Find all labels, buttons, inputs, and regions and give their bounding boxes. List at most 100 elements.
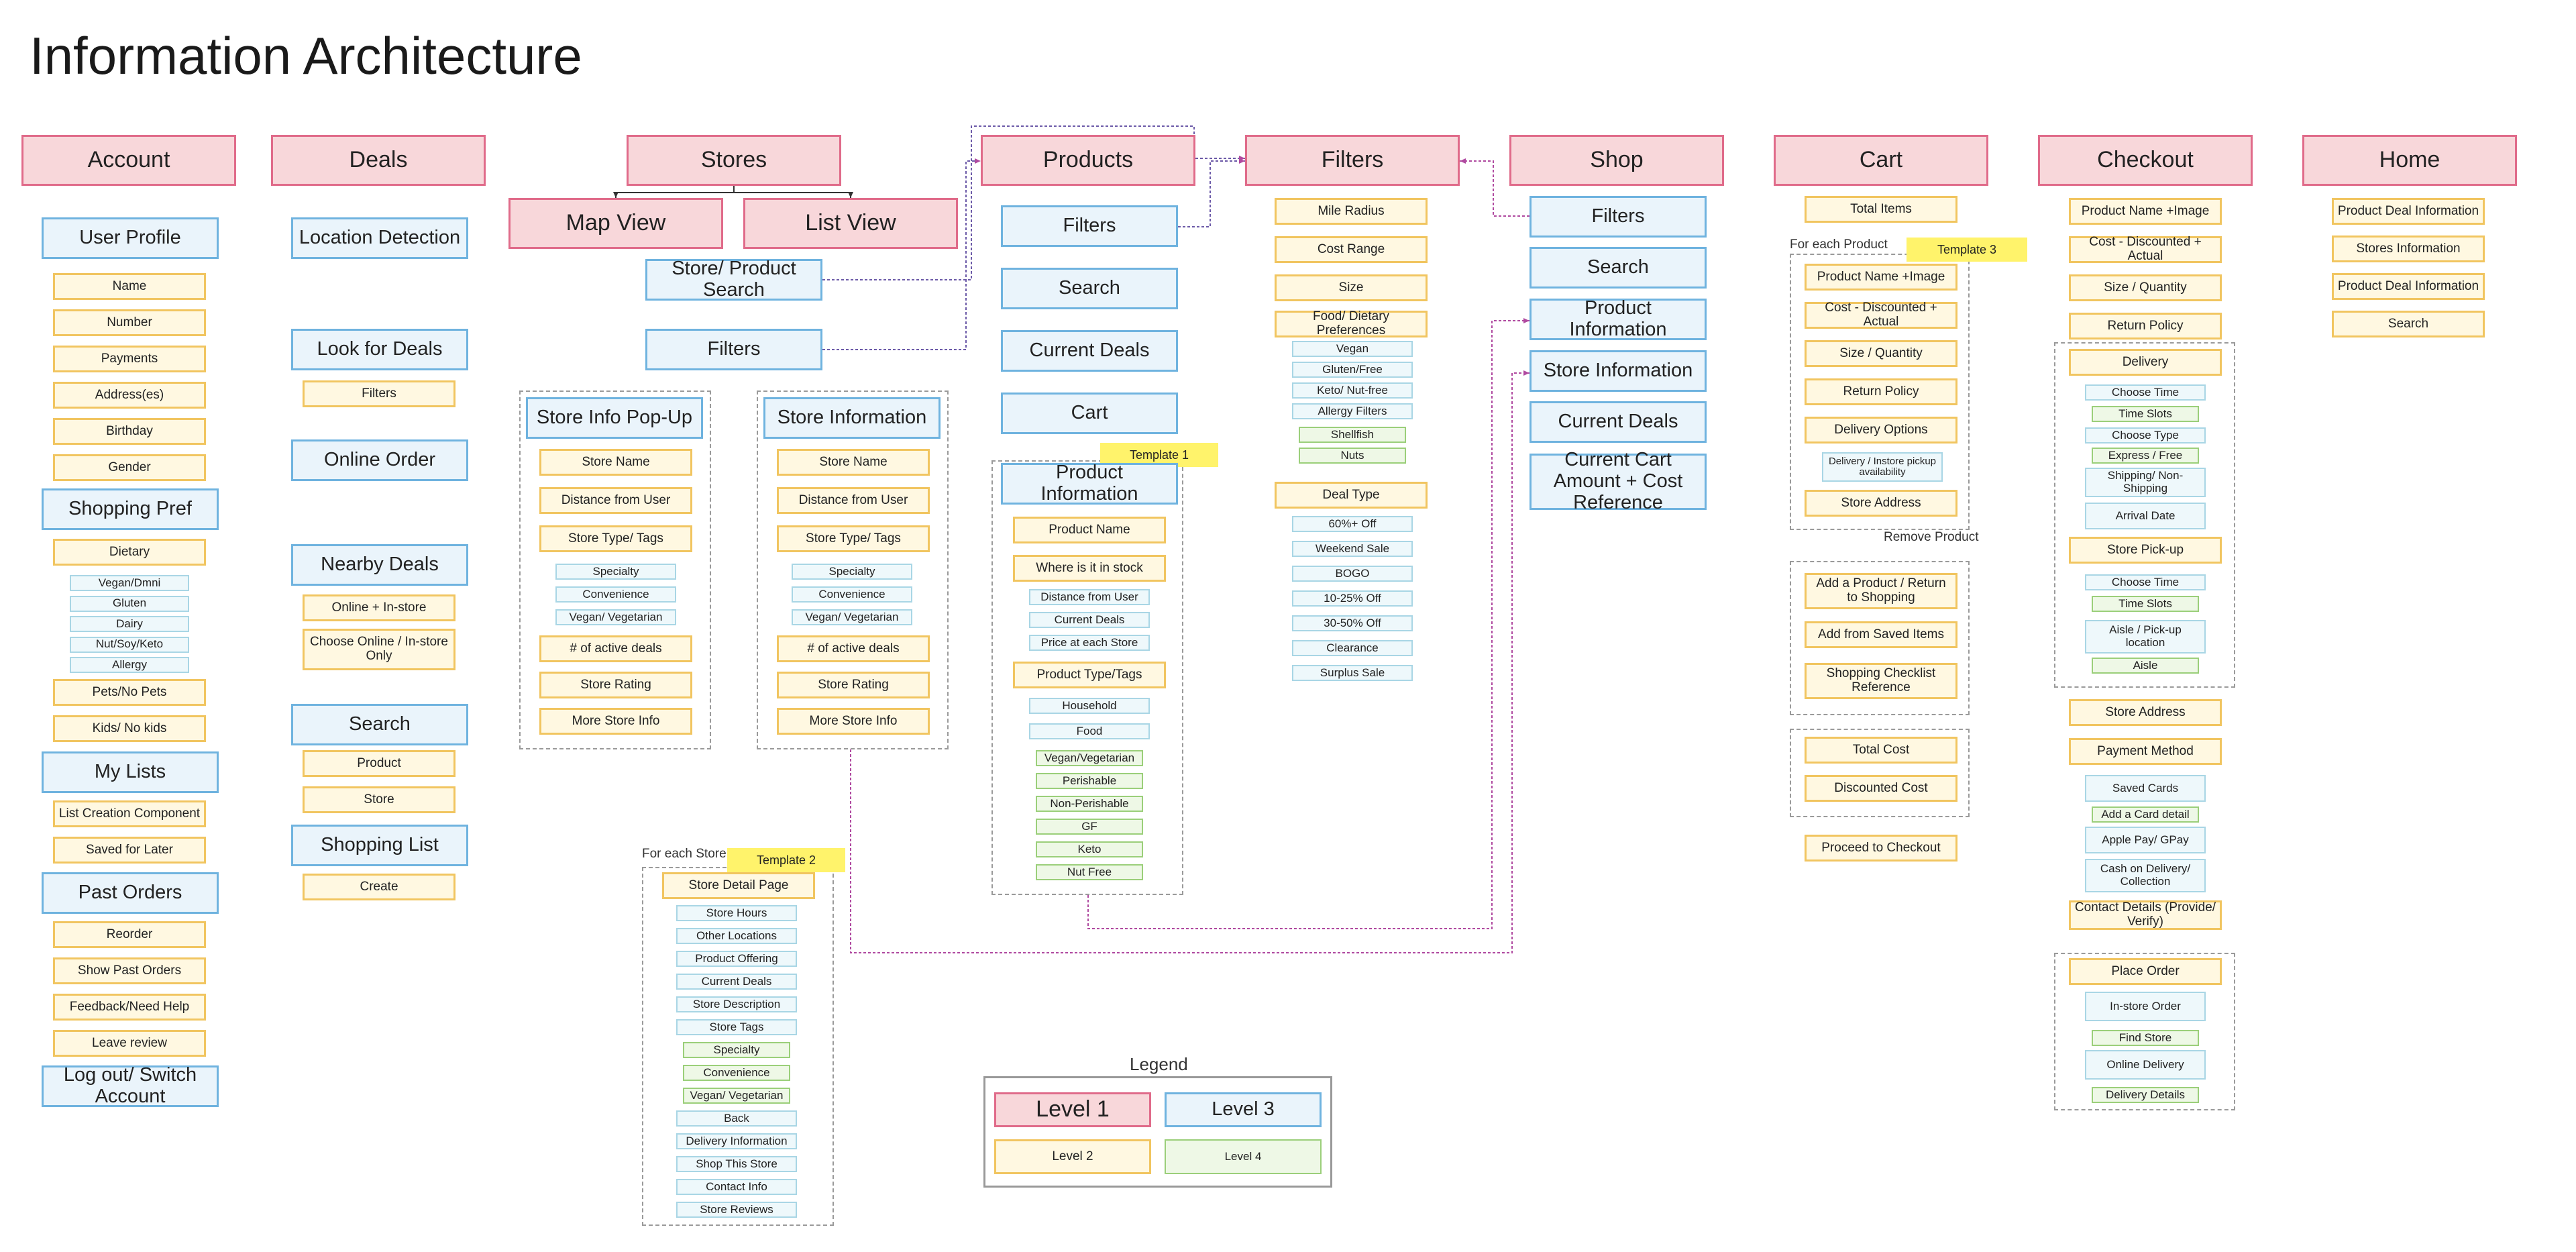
page-title: Information Architecture (30, 26, 582, 85)
products-stock-price-at-each-store: Price at each Store (1029, 635, 1150, 651)
account-dietary-allergy: Allergy (70, 657, 189, 673)
checkout-delivery-details: Delivery Details (2092, 1087, 2199, 1103)
checkout-delivery-choose-type: Choose Type (2085, 427, 2206, 444)
products-type-food: Food (1029, 723, 1150, 739)
filters-deal-surplus-sale: Surplus Sale (1292, 665, 1413, 681)
checkout-delivery: Delivery (2069, 349, 2222, 376)
filters-cost-range: Cost Range (1275, 236, 1428, 263)
stores-popup-more-store-info: More Store Info (539, 708, 692, 735)
products-food-perishable: Perishable (1036, 773, 1143, 789)
stores-popup-tag-specialty: Specialty (555, 564, 676, 580)
header-account: Account (21, 135, 236, 186)
deals-search-store: Store (303, 786, 455, 813)
legend-title: Legend (1130, 1054, 1188, 1074)
stores-detail-tag-convenience: Convenience (683, 1065, 790, 1081)
stores-info-of-active-deals: # of active deals (777, 635, 930, 662)
cart-product-cost-discounted-actual: Cost - Discounted + Actual (1805, 301, 1957, 329)
stores-info-tag-vegan-vegetarian: Vegan/ Vegetarian (792, 609, 912, 625)
stores-popup-store-type-tags: Store Type/ Tags (539, 525, 692, 552)
shop-cart-amount: Current Cart Amount + Cost Reference (1529, 449, 1707, 513)
note-remove-product: Remove Product (1884, 530, 1979, 544)
account-profile-birthday: Birthday (53, 418, 206, 445)
connector-filters-to-products (822, 158, 981, 350)
account-dietary-vegan-dmni: Vegan/Dmni (70, 575, 189, 591)
stores-popup-title: Store Info Pop-Up (526, 397, 703, 439)
deals-search-product: Product (303, 750, 455, 777)
template-3-tag: Template 3 (1907, 238, 2027, 262)
account-pref-kids-no-kids: Kids/ No kids (53, 715, 206, 742)
home-product-deal-information: Product Deal Information (2332, 198, 2485, 225)
checkout-delivery-time-slots: Time Slots (2092, 406, 2199, 422)
checkout-saved-cards: Saved Cards (2085, 775, 2206, 802)
account-orders-feedback-need-help: Feedback/Need Help (53, 994, 206, 1021)
checkout-instore-order: In-store Order (2085, 992, 2206, 1021)
group-cart-product (1790, 254, 1970, 530)
checkout-summary-product-name-image: Product Name +Image (2069, 198, 2222, 225)
account-profile-gender: Gender (53, 454, 206, 481)
stores-list-view: List View (743, 198, 958, 249)
deals-choose-online: Choose Online / In-store Only (303, 629, 455, 670)
stores-popup-store-name: Store Name (539, 449, 692, 476)
stores-detail-store-tags: Store Tags (676, 1019, 797, 1035)
filters-deal-60-off: 60%+ Off (1292, 516, 1413, 532)
account-user-profile: User Profile (42, 217, 219, 259)
cart-product-return-policy: Return Policy (1805, 378, 1957, 405)
shop-search: Search (1529, 247, 1707, 289)
shop-current-deals: Current Deals (1529, 401, 1707, 443)
products-nav-filters: Filters (1001, 205, 1178, 247)
stores-popup-store-rating: Store Rating (539, 672, 692, 698)
cart-add-saved: Add from Saved Items (1805, 621, 1957, 648)
products-info-title: Product Information (1001, 462, 1178, 505)
filters-food-gluten-free: Gluten/Free (1292, 362, 1413, 378)
account-dietary-gluten: Gluten (70, 595, 189, 612)
cart-cost-discounted-cost: Discounted Cost (1805, 775, 1957, 802)
checkout-find-store: Find Store (2092, 1030, 2199, 1046)
legend-level-4: Level 4 (1165, 1139, 1322, 1174)
account-orders-reorder: Reorder (53, 921, 206, 948)
account-dietary-nut-soy-keto: Nut/Soy/Keto (70, 636, 189, 653)
products-stock: Where is it in stock (1013, 555, 1166, 582)
filters-deal-clearance: Clearance (1292, 640, 1413, 656)
header-deals: Deals (271, 135, 486, 186)
legend-level-2: Level 2 (994, 1139, 1151, 1174)
checkout-online-delivery: Online Delivery (2085, 1050, 2206, 1080)
stores-popup-tag-vegan-vegetarian: Vegan/ Vegetarian (555, 609, 676, 625)
checkout-apple-pay: Apple Pay/ GPay (2085, 827, 2206, 853)
account-logout: Log out/ Switch Account (42, 1064, 219, 1107)
stores-detail-store-hours: Store Hours (676, 905, 797, 921)
products-nav-search: Search (1001, 268, 1178, 309)
account-shopping-pref: Shopping Pref (42, 488, 219, 530)
header-stores: Stores (627, 135, 841, 186)
deals-shopping-list: Shopping List (291, 825, 468, 866)
stores-map-view: Map View (508, 198, 723, 249)
checkout-summary-return-policy: Return Policy (2069, 313, 2222, 340)
products-food-gf: GF (1036, 819, 1143, 835)
header-products: Products (981, 135, 1195, 186)
checkout-store-address: Store Address (2069, 699, 2222, 726)
checkout-pickup-aisle: Aisle (2092, 658, 2199, 674)
stores-popup-of-active-deals: # of active deals (539, 635, 692, 662)
group-cart-cost (1790, 729, 1970, 817)
connector-stores-map-view (613, 186, 735, 198)
cart-checklist: Shopping Checklist Reference (1805, 663, 1957, 699)
legend-frame (983, 1076, 1332, 1188)
group-store-info-popup (519, 390, 711, 749)
header-filters: Filters (1245, 135, 1460, 186)
checkout-pickup-location: Aisle / Pick-up location (2085, 620, 2206, 654)
stores-info-more-store-info: More Store Info (777, 708, 930, 735)
products-type-household: Household (1029, 698, 1150, 714)
filters-allergy-nuts: Nuts (1299, 448, 1406, 464)
header-cart: Cart (1774, 135, 1988, 186)
account-orders-leave-review: Leave review (53, 1030, 206, 1057)
filters-food-vegan: Vegan (1292, 341, 1413, 357)
home-search: Search (2332, 311, 2485, 337)
home-product-deal-information: Product Deal Information (2332, 273, 2485, 300)
group-cart-add (1790, 561, 1970, 715)
filters-food-keto-nut-free: Keto/ Nut-free (1292, 382, 1413, 399)
stores-detail-other-locations: Other Locations (676, 928, 797, 944)
stores-info-tag-specialty: Specialty (792, 564, 912, 580)
connector-stores-list-view (734, 192, 853, 198)
header-home: Home (2302, 135, 2517, 186)
stores-detail-store-reviews: Store Reviews (676, 1202, 797, 1218)
note-for-each-product: For each Product (1790, 238, 1888, 252)
